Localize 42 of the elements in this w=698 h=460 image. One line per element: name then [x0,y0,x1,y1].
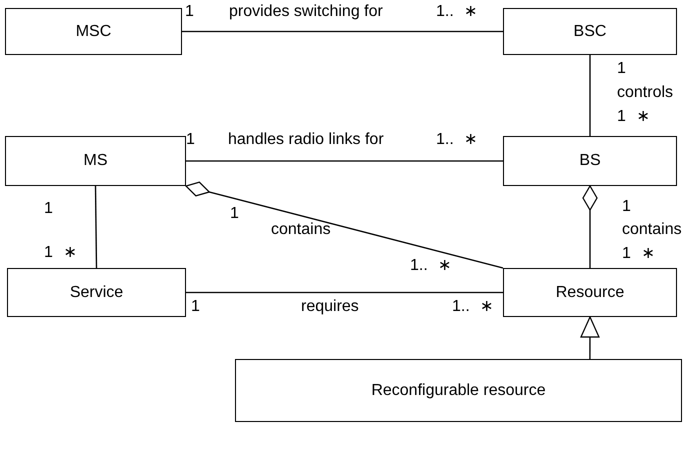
association-label: provides switching for [229,3,383,21]
class-name: MSC [76,22,112,40]
association-line [94,186,98,268]
class-name: Resource [556,284,624,302]
multiplicity-label: 1 [617,60,626,78]
association-label: controls [617,84,674,102]
class-box [503,136,677,186]
multiplicity-label: 1 ∗ [617,108,650,126]
class-box [7,268,186,317]
class-name: MS [84,152,108,170]
association-line [589,55,591,136]
association-line [186,160,503,162]
multiplicity-label: 1 [44,200,53,218]
multiplicity-label: 1 [230,205,239,223]
association-label: handles radio links for [228,131,384,149]
aggregation-line [185,182,504,269]
generalization-arrow [580,316,600,359]
multiplicity-label: 1.. ∗ [436,3,478,21]
class-box [503,268,677,317]
class-name: BSC [574,22,606,40]
multiplicity-label: 1.. ∗ [452,298,494,316]
multiplicity-label: 1.. ∗ [410,257,452,275]
multiplicity-label: 1 ∗ [622,245,654,263]
multiplicity-label: 1.. ∗ [436,131,478,149]
multiplicity-label: 1 [191,298,200,316]
multiplicity-label: 1 [186,131,195,149]
association-line [182,30,503,32]
class-box [235,359,682,422]
association-label: contains [622,221,682,239]
multiplicity-label: 1 ∗ [44,244,76,262]
association-line [186,292,503,294]
multiplicity-label: 1 [622,198,631,216]
class-box [503,8,677,55]
class-box [5,8,182,55]
multiplicity-label: 1 [185,3,194,21]
class-name: BS [579,152,601,170]
class-box [5,136,186,186]
aggregation-line [582,185,598,268]
class-name: Service [70,284,124,302]
association-label: requires [301,298,359,316]
association-label: contains [271,221,331,239]
class-name: Reconfigurable resource [371,382,546,400]
